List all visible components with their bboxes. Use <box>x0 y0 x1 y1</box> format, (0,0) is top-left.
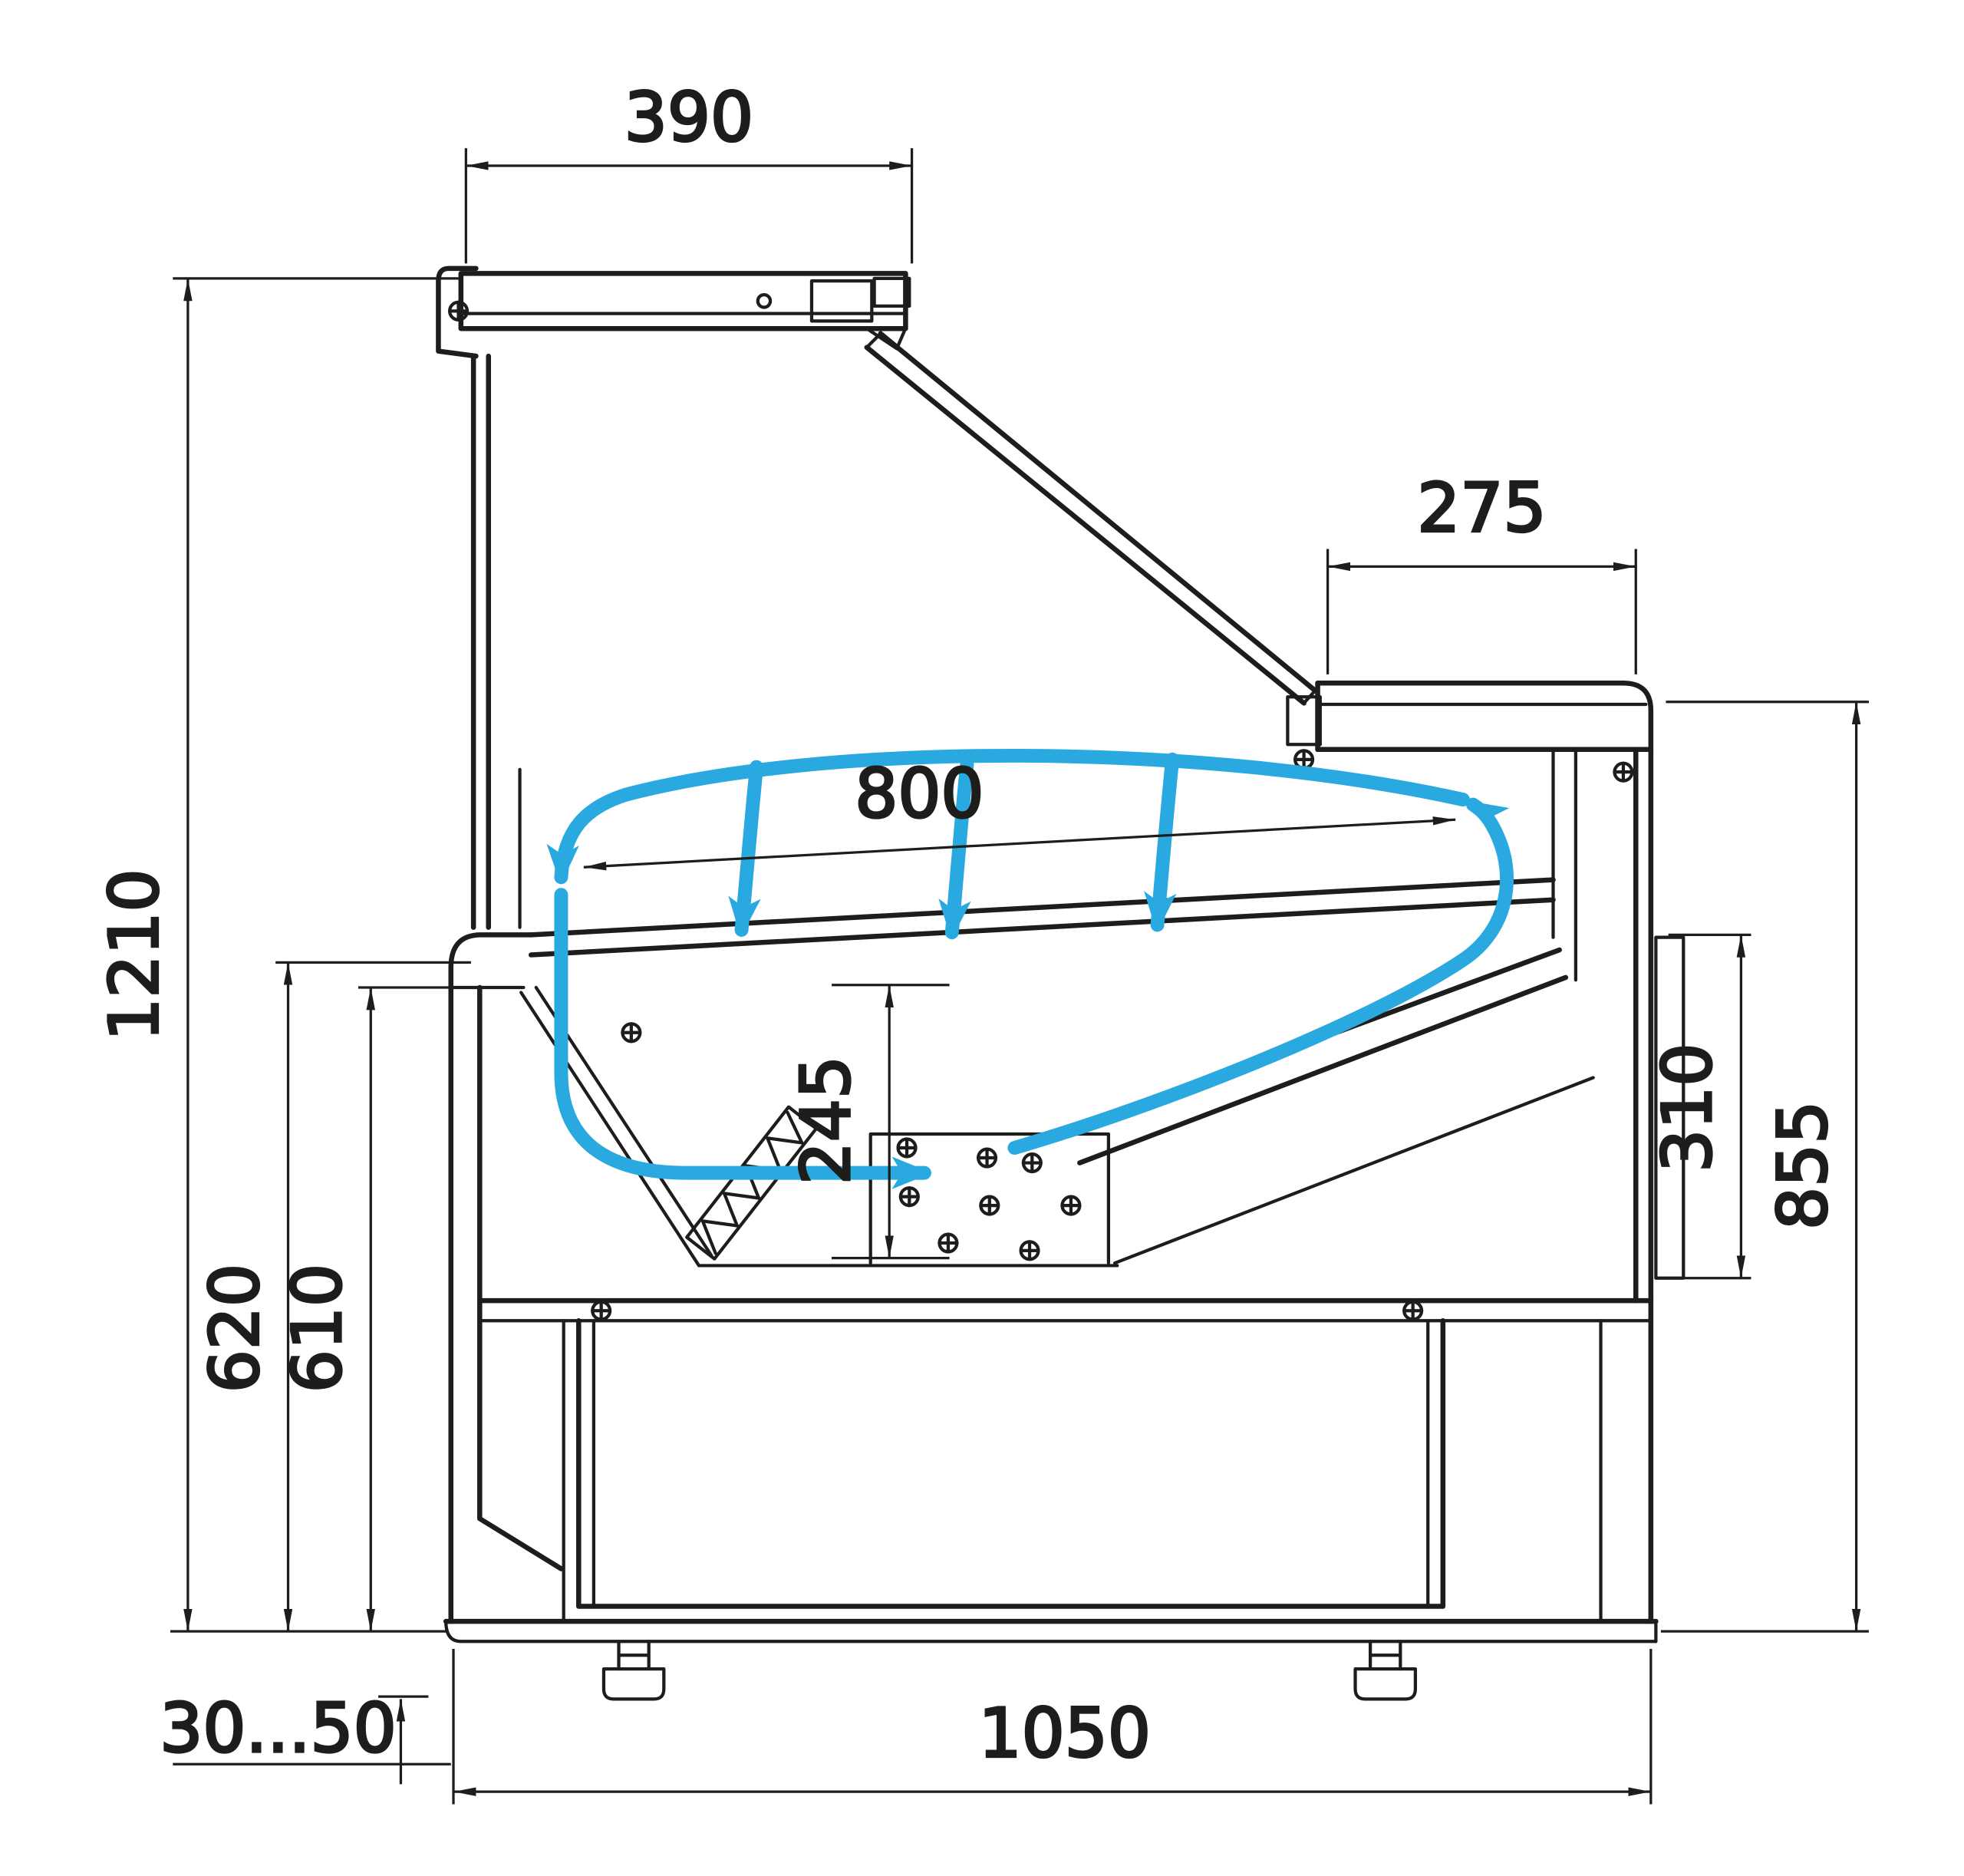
dimension-rear-height-outer: 620 <box>194 961 471 1632</box>
screw-icon <box>622 1024 640 1041</box>
dimension-counter-depth: 275 <box>1326 467 1637 674</box>
base <box>443 1297 1659 1644</box>
dimension-foot-adjustment: 30...50 <box>159 1687 451 1785</box>
dimensions: 390 275 800 1210 620 610 <box>94 77 1869 1805</box>
dimension-label-610: 610 <box>278 1264 357 1393</box>
dimension-deck-width: 800 <box>583 753 1456 871</box>
dimension-counter-height: 855 <box>1660 701 1869 1633</box>
counter <box>1315 680 1686 1624</box>
display-deck <box>448 877 1556 990</box>
screw-icon <box>450 302 467 320</box>
adjustable-foot <box>1353 1640 1418 1701</box>
dimension-label-30-50: 30...50 <box>160 1689 396 1768</box>
airflow-top-stream-icon <box>546 748 1470 885</box>
feet <box>601 1640 1418 1701</box>
dimension-label-800: 800 <box>855 754 984 833</box>
machine-compartment <box>448 947 1595 1624</box>
dimension-label-390: 390 <box>624 77 753 157</box>
dimension-overall-height: 1210 <box>94 277 459 1633</box>
rear-wall <box>470 353 522 930</box>
dimension-label-620: 620 <box>195 1264 274 1393</box>
case-outline <box>436 265 1686 1701</box>
airflow-drop-arrow-icon <box>728 760 764 938</box>
dimension-label-1210: 1210 <box>95 869 174 1040</box>
dimension-label-310: 310 <box>1648 1044 1727 1172</box>
adjustable-foot <box>601 1640 666 1701</box>
dimension-canopy-width: 390 <box>464 77 914 264</box>
screw-icon <box>1614 763 1632 781</box>
dimension-rear-height-inner: 610 <box>276 986 522 1632</box>
front-glass <box>864 331 1322 769</box>
airflow-return-stream-icon <box>554 888 932 1189</box>
dimension-label-275: 275 <box>1417 469 1546 548</box>
screw-icon <box>592 1302 610 1320</box>
dimension-label-245: 245 <box>786 1056 865 1185</box>
airflow-arrows <box>546 748 1514 1189</box>
dimension-label-1050: 1050 <box>979 1693 1151 1772</box>
dimension-label-855: 855 <box>1763 1101 1842 1230</box>
airflow-duct-stream-icon <box>1007 797 1514 1155</box>
screw-icon <box>1404 1302 1422 1320</box>
dimension-rear-panel-height: 310 <box>1647 933 1751 1280</box>
canopy <box>436 265 911 359</box>
dimension-base-depth: 1050 <box>452 1649 1653 1805</box>
dimension-well-depth: 245 <box>785 984 950 1260</box>
perforated-plate-screws <box>898 1139 1080 1260</box>
